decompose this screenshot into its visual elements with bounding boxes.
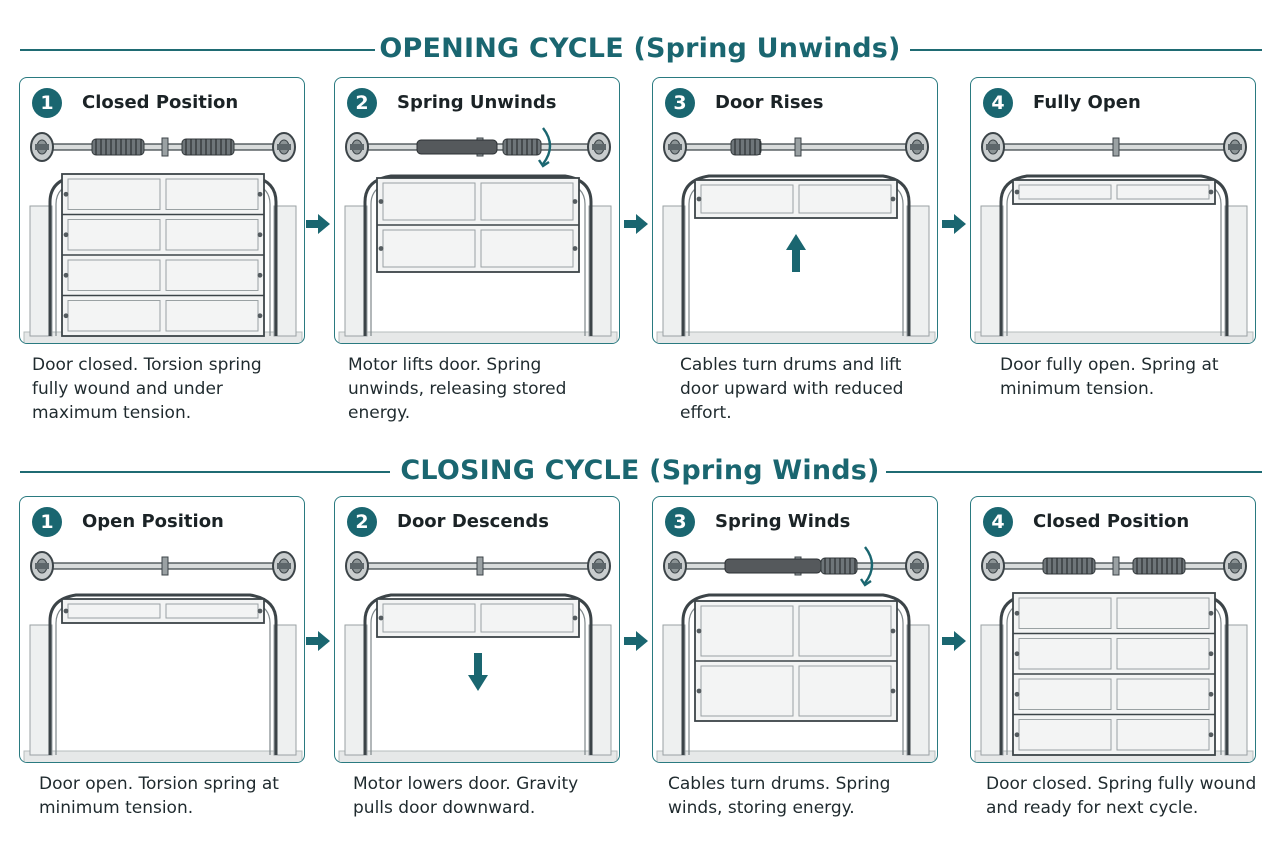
closing-step-1-description: Door open. Torsion spring at minimum ten… [39,774,279,818]
title-rule-left [20,49,375,51]
flow-arrow-icon [624,631,648,651]
garage-door-illustration [338,551,618,762]
closing-step-3-description: Cables turn drums. Spring winds, storing… [668,774,891,818]
step-number-badge: 4 [983,88,1013,118]
garage-door-illustration [656,132,936,343]
closing-section-header: CLOSING CYCLE (Spring Winds) [0,451,1280,491]
garage-door-illustration [974,132,1254,343]
step-number-badge: 2 [347,507,377,537]
opening-step-3-description: Cables turn drums and lift door upward w… [680,355,904,423]
step-title: Spring Unwinds [397,92,557,113]
closing-step-2-description: Motor lowers door. Gravity pulls door do… [353,774,579,818]
step-title: Fully Open [1033,92,1141,113]
opening-step-4-panel: 4 Fully Open [970,77,1256,344]
step-title: Door Descends [397,511,549,532]
flow-arrow-icon [306,214,330,234]
closing-step-2-panel: 2 Door Descends [334,496,620,763]
garage-door-illustration [23,132,303,343]
step-title: Open Position [82,511,224,532]
opening-step-4-description: Door fully open. Spring at minimum tensi… [1000,355,1219,399]
garage-door-illustration [974,551,1254,762]
closing-step-3-panel: 3 Spring Winds [652,496,938,763]
step-number-badge: 3 [665,507,695,537]
opening-step-1-description: Door closed. Torsion spring fully wound … [32,355,262,423]
garage-door-illustration [656,546,936,762]
flow-arrow-icon [306,631,330,651]
opening-section-header: OPENING CYCLE (Spring Unwinds) [0,29,1280,69]
closing-step-1-panel: 1 Open Position [19,496,305,763]
step-number-badge: 2 [347,88,377,118]
closing-step-4-panel: 4 Closed Position [970,496,1256,763]
step-title: Closed Position [1033,511,1190,532]
flow-arrow-icon [942,214,966,234]
step-title: Door Rises [715,92,824,113]
step-number-badge: 1 [32,507,62,537]
title-rule-right [910,49,1262,51]
title-rule-right [886,471,1262,473]
title-rule-left [20,471,390,473]
opening-cycle-title: OPENING CYCLE (Spring Unwinds) [379,33,901,64]
step-number-badge: 3 [665,88,695,118]
down-arrow-icon [468,653,488,691]
step-number-badge: 1 [32,88,62,118]
closing-step-4-description: Door closed. Spring fully wound and read… [986,774,1257,818]
opening-step-2-panel: 2 Spring Unwinds [334,77,620,344]
step-number-badge: 4 [983,507,1013,537]
up-arrow-icon [786,234,806,272]
step-title: Spring Winds [715,511,851,532]
step-title: Closed Position [82,92,239,113]
garage-door-illustration [23,551,303,762]
flow-arrow-icon [942,631,966,651]
opening-step-3-panel: 3 Door Rises [652,77,938,344]
flow-arrow-icon [624,214,648,234]
garage-door-illustration [338,127,618,343]
opening-step-1-panel: 1 Closed Position [19,77,305,344]
opening-step-2-description: Motor lifts door. Spring unwinds, releas… [348,355,567,423]
closing-cycle-title: CLOSING CYCLE (Spring Winds) [400,455,880,486]
